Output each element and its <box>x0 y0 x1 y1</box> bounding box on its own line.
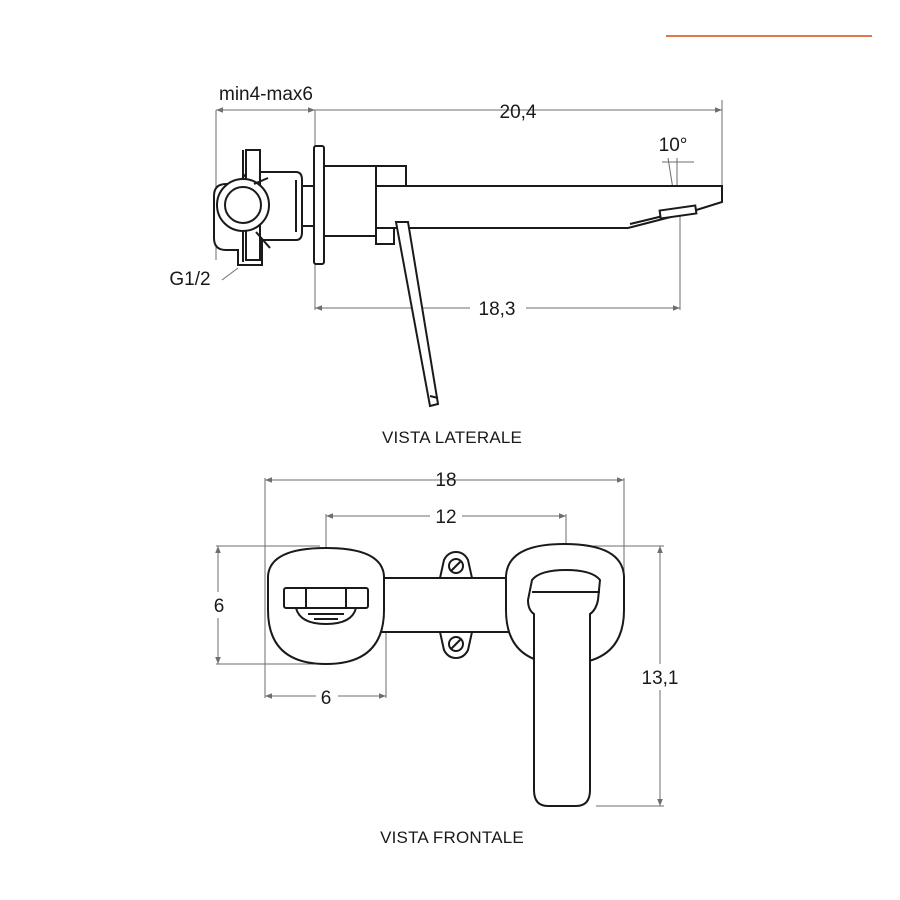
side-view-caption: VISTA LATERALE <box>382 428 522 447</box>
dim-total-height-label: 13,1 <box>642 668 679 689</box>
dim-width-label: 18 <box>435 470 456 491</box>
side-view: min4-max6 20,4 10° G1/2 18,3 VISTA LATER… <box>169 84 723 447</box>
dim-left-width-label: 6 <box>321 688 332 709</box>
dim-spout-length-label: 18,3 <box>479 299 516 320</box>
dim-angle-label: 10° <box>659 135 688 156</box>
dim-thread-label: G1/2 <box>169 269 210 290</box>
front-view: 18 12 6 6 13,1 VISTA FRONTALE <box>208 470 684 847</box>
dim-centers-label: 12 <box>435 507 456 528</box>
dim-left-height-label: 6 <box>214 596 225 617</box>
dim-wall-label: min4-max6 <box>219 84 313 105</box>
front-view-caption: VISTA FRONTALE <box>380 828 524 847</box>
dim-total-length-label: 20,4 <box>500 102 537 123</box>
